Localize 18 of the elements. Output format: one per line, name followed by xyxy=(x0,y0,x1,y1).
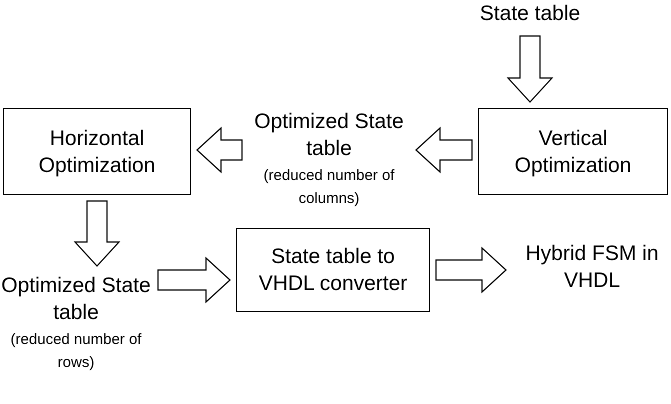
block-arrow xyxy=(157,256,231,304)
box-label: Vertical Optimization xyxy=(514,126,632,178)
block-arrow xyxy=(74,200,120,267)
note: (reduced number of columns) xyxy=(262,166,396,209)
block-arrow xyxy=(506,35,554,103)
box-label: Horizontal Optimization xyxy=(38,126,156,178)
box-label: State table to VHDL converter xyxy=(258,244,408,297)
block-arrow xyxy=(415,126,473,174)
process-box xyxy=(3,108,191,195)
process-box xyxy=(236,228,430,312)
text-label: State table xyxy=(480,1,580,27)
block-arrow xyxy=(435,246,507,294)
block-arrow xyxy=(196,126,243,174)
text-label: Optimized State table xyxy=(0,273,152,326)
note: (reduced number of rows) xyxy=(10,330,142,373)
text-label: Hybrid FSM in VHDL xyxy=(524,241,660,294)
process-box xyxy=(478,108,668,195)
text-label: Optimized State table xyxy=(253,109,405,162)
